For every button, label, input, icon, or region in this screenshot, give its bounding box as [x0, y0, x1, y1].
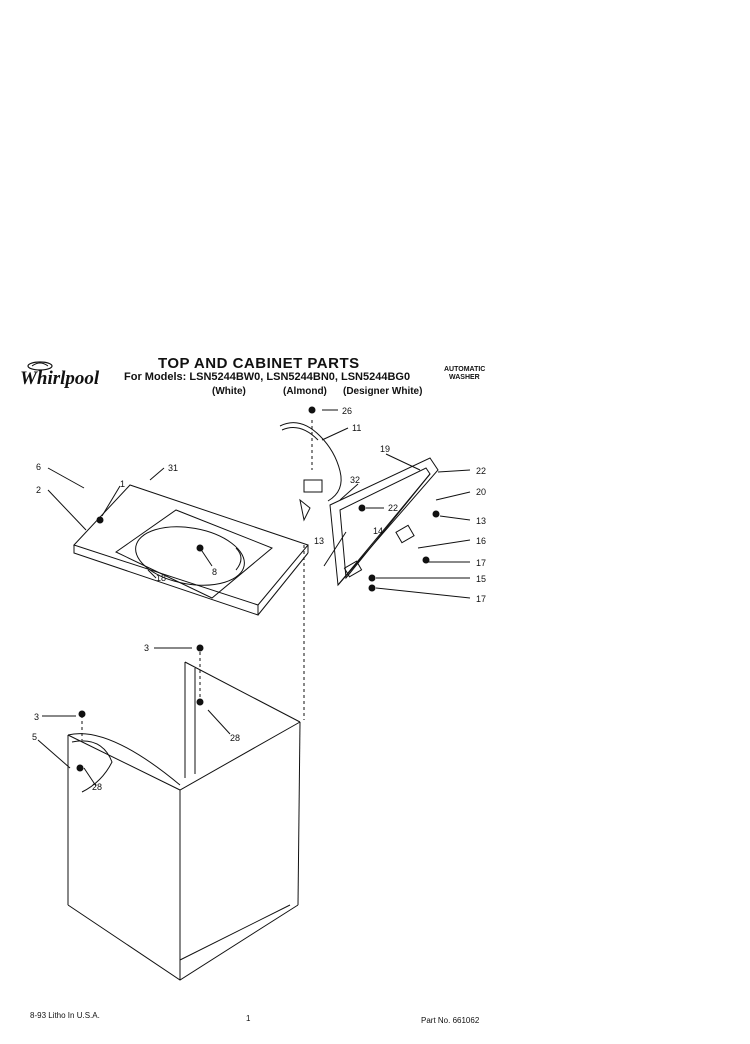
callout-22-upper: 22 — [476, 466, 486, 476]
callout-19: 19 — [380, 444, 390, 454]
cabinet — [67, 661, 301, 981]
callout-1: 1 — [120, 479, 125, 489]
callout-17-lower: 17 — [476, 594, 486, 604]
callout-13-left: 13 — [314, 536, 324, 546]
callout-32: 32 — [350, 475, 360, 485]
part-number: Part No. 661062 — [421, 1016, 480, 1025]
callout-3-upper: 3 — [144, 643, 149, 653]
callout-16: 16 — [476, 536, 486, 546]
callout-leaders — [37, 409, 471, 787]
callout-28-center: 28 — [230, 733, 240, 743]
lid-switch-assembly — [279, 422, 342, 522]
whirlpool-logo: Whirlpool — [18, 358, 110, 397]
callout-13-right: 13 — [476, 516, 486, 526]
callout-31: 31 — [168, 463, 178, 473]
color-white-label: (White) — [212, 386, 246, 397]
callout-22-lower: 22 — [388, 503, 398, 513]
callout-26-top: 26 — [342, 406, 352, 416]
callout-2: 2 — [36, 485, 41, 495]
top-panel — [73, 484, 309, 616]
callout-15: 15 — [476, 574, 486, 584]
lid-frame — [329, 457, 439, 587]
callout-14: 14 — [373, 526, 383, 536]
callout-11: 11 — [352, 423, 361, 433]
models-line: For Models: LSN5244BW0, LSN5244BN0, LSN5… — [124, 371, 411, 383]
callout-8: 8 — [212, 567, 217, 577]
product-type-line1: AUTOMATIC — [444, 366, 486, 373]
litho-note: 8-93 Litho In U.S.A. — [30, 1011, 100, 1020]
callout-28-left: 28 — [92, 782, 102, 792]
callout-5: 5 — [32, 732, 37, 742]
callout-17-upper: 17 — [476, 558, 486, 568]
brand-wordmark: Whirlpool — [20, 368, 100, 389]
callout-6: 6 — [36, 462, 41, 472]
color-almond-label: (Almond) — [283, 386, 327, 397]
fasteners — [76, 406, 440, 772]
page-number: 1 — [246, 1014, 251, 1023]
callout-18: 18 — [156, 573, 166, 583]
product-type-line2: WASHER — [449, 374, 480, 381]
assembly-lines — [81, 420, 313, 740]
callout-3-lower: 3 — [34, 712, 39, 722]
diagram-title: TOP AND CABINET PARTS — [158, 355, 360, 372]
callout-20: 20 — [476, 487, 486, 497]
color-designer-label: (Designer White) — [343, 386, 423, 397]
